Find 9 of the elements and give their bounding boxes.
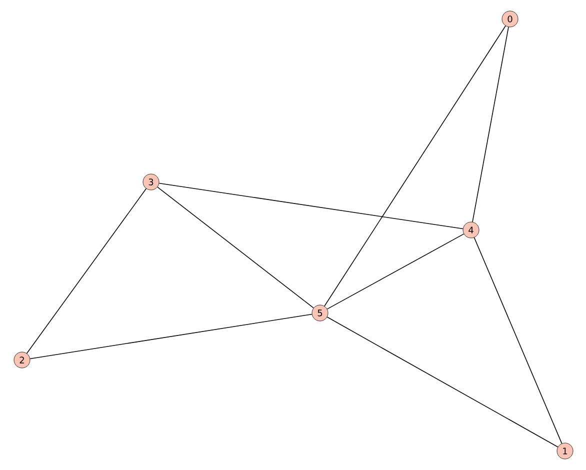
edge-line [324,25,506,307]
edge-line [157,186,314,308]
edge-line [326,316,558,448]
edge-line [30,314,312,360]
edge-line [472,26,509,222]
edge-line [26,188,147,354]
edge-line [158,182,464,230]
edge-line [474,237,562,444]
edge-line [326,234,464,310]
